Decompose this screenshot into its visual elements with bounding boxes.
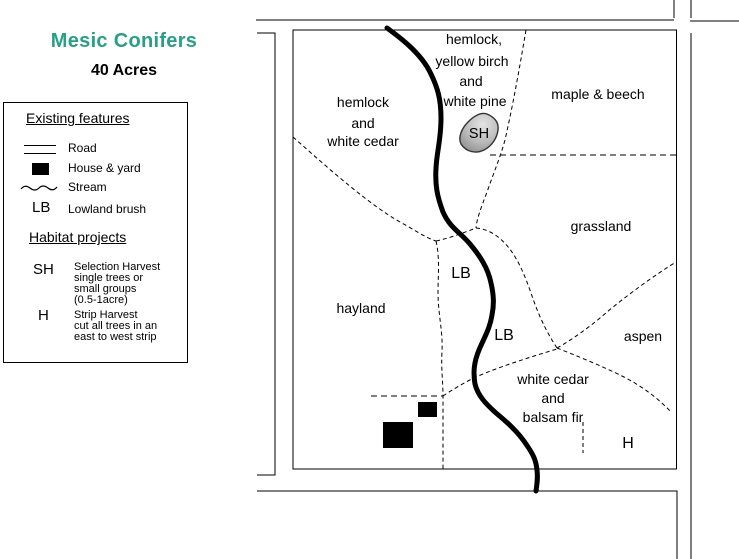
legend-projects-title: Habitat projects [29, 229, 127, 245]
boundary-hayland-lb [435, 240, 444, 469]
sh-harvest-area [459, 112, 499, 153]
region-label-hemlock-birch-pine: hemlock, [446, 31, 502, 47]
svg-text:and: and [459, 73, 482, 89]
svg-text:and: and [351, 115, 374, 131]
road-label: Road [68, 141, 97, 155]
boundary-aspen-cedar [556, 347, 672, 413]
marker-lb-upper: LB [451, 265, 471, 282]
road-symbol [24, 145, 56, 154]
sh-description: Selection Harvest single trees or small … [74, 261, 161, 306]
marker-lb-lower: LB [494, 327, 514, 344]
house-label: House & yard [68, 161, 141, 175]
boundary-lb-grassland [475, 227, 558, 349]
road-left [257, 32, 276, 476]
boundary-birch-maple [475, 29, 527, 229]
h-description: Strip Harvest cut all trees in an east t… [74, 309, 158, 343]
stream-symbol [20, 185, 58, 191]
lb-symbol: LB [32, 199, 51, 216]
boundary-hemlock-hayland [292, 136, 437, 242]
svg-text:yellow birch: yellow birch [435, 53, 508, 69]
stream-label: Stream [68, 180, 107, 194]
region-label-aspen: aspen [624, 328, 662, 344]
house-small [418, 402, 437, 417]
stream-path [384, 25, 540, 494]
page-title: Mesic Conifers [50, 30, 198, 52]
marker-h: H [622, 435, 634, 452]
map-boundary [292, 29, 678, 470]
region-label-hemlock-cedar: hemlock [337, 94, 390, 110]
svg-text:white pine: white pine [442, 93, 506, 109]
region-label-cedar-fir: white cedar [516, 371, 589, 387]
house-large [383, 422, 413, 448]
marker-sh: SH [469, 126, 489, 142]
acreage-subtitle: 40 Acres [90, 62, 158, 79]
legend-box: Existing features Road House & yard Stre… [3, 102, 188, 363]
boundary-cross-stream [435, 227, 477, 242]
region-label-hayland: hayland [336, 300, 385, 316]
lowland-brush-label: Lowland brush [68, 202, 147, 216]
house-symbol [32, 163, 49, 175]
legend-existing-title: Existing features [26, 110, 130, 126]
region-label-grassland: grassland [571, 218, 632, 234]
boundary-grassland-aspen [556, 261, 677, 349]
road-bottom [257, 490, 678, 559]
region-label-maple-beech: maple & beech [551, 86, 644, 102]
svg-text:white cedar: white cedar [326, 133, 399, 149]
h-symbol: H [38, 307, 49, 324]
svg-text:and: and [541, 390, 564, 406]
svg-text:balsam fir: balsam fir [523, 409, 584, 425]
sh-symbol: SH [33, 261, 54, 278]
